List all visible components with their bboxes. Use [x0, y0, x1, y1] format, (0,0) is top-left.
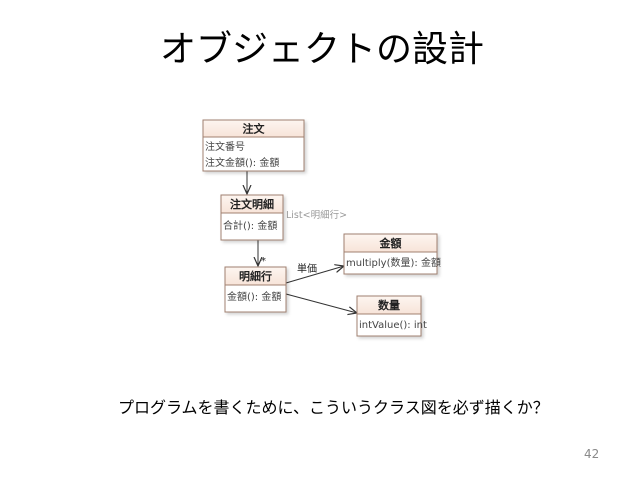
label-unit-price: 単価 [297, 262, 317, 275]
class-line-item-name: 明細行 [239, 269, 272, 283]
class-quantity-attr-1: intValue(): int [359, 320, 427, 331]
slide-question: プログラムを書くために、こういうクラス図を必ず描くか？ [118, 398, 549, 417]
edge-lineitem-to-amount [285, 266, 344, 284]
class-order-attr-1: 注文番号 [205, 140, 245, 153]
class-order-detail-name: 注文明細 [230, 197, 274, 211]
slide-title: オブジェクトの設計 [160, 29, 485, 70]
class-order-detail-attr-1: 合計(): 金額 [223, 219, 277, 232]
class-order [202, 119, 305, 172]
label-list-type: List<明細行> [286, 209, 347, 221]
class-amount [343, 233, 438, 275]
class-line-item-attr-1: 金額(): 金額 [227, 290, 281, 303]
class-quantity [356, 295, 422, 337]
label-multiplicity: * [261, 256, 266, 267]
edge-lineitem-to-quantity [285, 293, 357, 313]
class-order-detail [220, 194, 284, 241]
class-amount-attr-1: multiply(数量): 金額 [346, 256, 441, 269]
class-amount-name: 金額 [379, 236, 402, 250]
class-line-item [224, 266, 287, 313]
class-order-name: 注文 [243, 122, 266, 136]
class-quantity-name: 数量 [378, 298, 400, 312]
association-edges [247, 171, 357, 313]
class-order-attr-2: 注文金額(): 金額 [205, 156, 279, 169]
page-number: 42 [584, 447, 600, 461]
